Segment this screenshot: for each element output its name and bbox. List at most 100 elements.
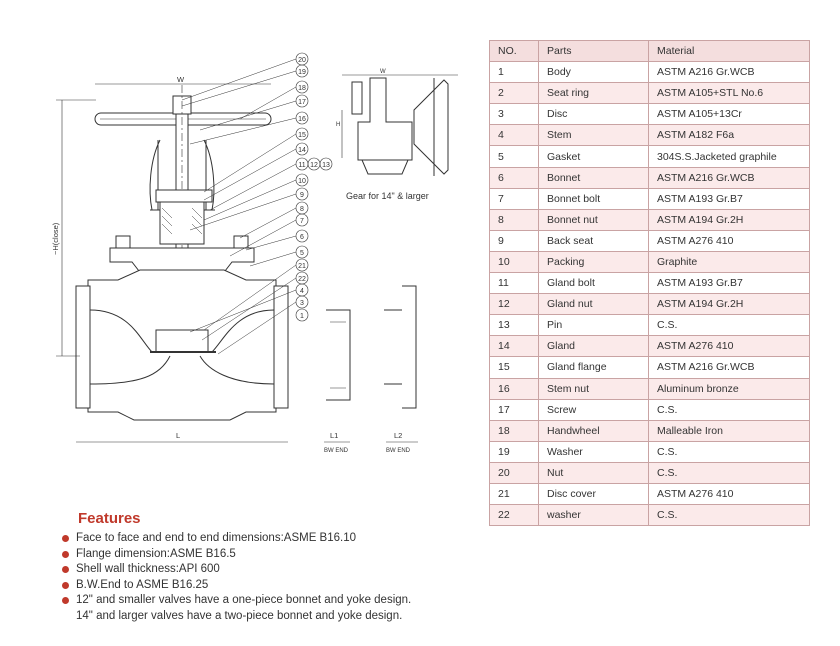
dimension-w: W [177, 75, 185, 84]
cell-part: Handwheel [538, 419, 649, 442]
cell-part: Bonnet bolt [538, 187, 649, 210]
dimension-l: L [176, 431, 180, 440]
cell-part: Disc [538, 103, 649, 126]
feature-item: Shell wall thickness:API 600 [62, 562, 522, 578]
bullet-icon [62, 566, 69, 573]
header-material: Material [648, 39, 810, 63]
features-section: Features Face to face and end to end dim… [62, 510, 522, 624]
cell-no: 15 [489, 356, 539, 379]
cell-no: 22 [489, 504, 539, 527]
cell-no: 11 [489, 272, 539, 295]
bw-end-label-2: BW END [386, 448, 411, 454]
feature-item: 12" and smaller valves have a one-piece … [62, 593, 522, 624]
callout: 22 [298, 276, 306, 283]
cell-part: Gasket [538, 145, 649, 168]
bullet-icon [62, 550, 69, 558]
cell-no: 14 [489, 335, 539, 358]
cell-no: 12 [489, 293, 539, 316]
cell-part: Back seat [538, 229, 649, 252]
cell-material: ASTM A276 410 [648, 229, 810, 252]
callout: 1 [300, 313, 304, 320]
cell-no: 21 [489, 482, 539, 506]
features-title: Features [78, 510, 141, 527]
callout: 17 [298, 99, 306, 106]
cell-material: ASTM A193 Gr.B7 [648, 272, 810, 295]
cell-part: Packing [538, 250, 649, 274]
cell-material: Malleable Iron [648, 419, 810, 442]
dimension-l1: L1 [330, 431, 338, 440]
cell-no: 13 [489, 314, 539, 337]
cell-part: Gland [538, 335, 649, 358]
cell-part: Gland bolt [538, 272, 649, 295]
bw-end-label-1: BW END [324, 448, 349, 454]
callout: 18 [298, 85, 306, 92]
callout: 12 [310, 162, 318, 169]
bw-end-1 [326, 309, 351, 401]
cell-part: Bonnet [538, 166, 649, 189]
cell-part: Nut [538, 461, 649, 484]
cell-part: Seat ring [538, 82, 649, 105]
header-no: NO. [489, 39, 539, 63]
cell-material: C.S. [648, 461, 810, 484]
cell-no: 19 [489, 440, 539, 463]
bullet-icon [62, 597, 69, 604]
feature-text: 12" and smaller valves have a one-piece … [76, 594, 412, 606]
callout: 9 [300, 192, 304, 199]
gear-w: W [380, 69, 386, 75]
cell-part: Gland flange [538, 356, 649, 379]
valve-drawing: W ~H(close) L L1 L2 BW END BW END Gear f… [51, 52, 458, 454]
cell-no: 18 [489, 419, 539, 442]
cell-material: ASTM A276 410 [648, 335, 810, 358]
cell-part: Pin [538, 314, 649, 337]
header-parts: Parts [538, 39, 649, 63]
feature-item: Flange dimension:ASME B16.5 [62, 547, 522, 563]
dimension-l2: L2 [394, 431, 402, 440]
callout: 10 [298, 178, 306, 185]
dimension-h: ~H(close) [51, 222, 60, 255]
cell-part: Screw [538, 398, 649, 421]
callout: 4 [300, 288, 304, 295]
cell-part: Washer [538, 440, 649, 463]
cell-no: 10 [489, 250, 539, 274]
disc [155, 329, 209, 353]
gear-h: H [336, 122, 340, 128]
callout: 6 [300, 234, 304, 241]
cell-part: washer [538, 504, 649, 527]
cell-part: Gland nut [538, 293, 649, 316]
feature-text: Shell wall thickness:API 600 [76, 563, 220, 575]
cell-material: ASTM A105+13Cr [648, 103, 810, 126]
callout: 14 [298, 147, 306, 154]
callout: 21 [298, 263, 306, 270]
cell-no: 2 [489, 82, 539, 105]
cell-part: Stem nut [538, 377, 649, 400]
cell-material: 304S.S.Jacketed graphile [648, 145, 810, 168]
callout: 8 [300, 206, 304, 213]
cell-no: 1 [489, 61, 539, 84]
cell-no: 4 [489, 124, 539, 147]
cell-no: 5 [489, 145, 539, 168]
cell-no: 8 [489, 208, 539, 231]
cell-material: ASTM A276 410 [648, 482, 810, 506]
cell-material: Aluminum bronze [648, 377, 810, 400]
gear-caption: Gear for 14" & larger [346, 191, 429, 201]
